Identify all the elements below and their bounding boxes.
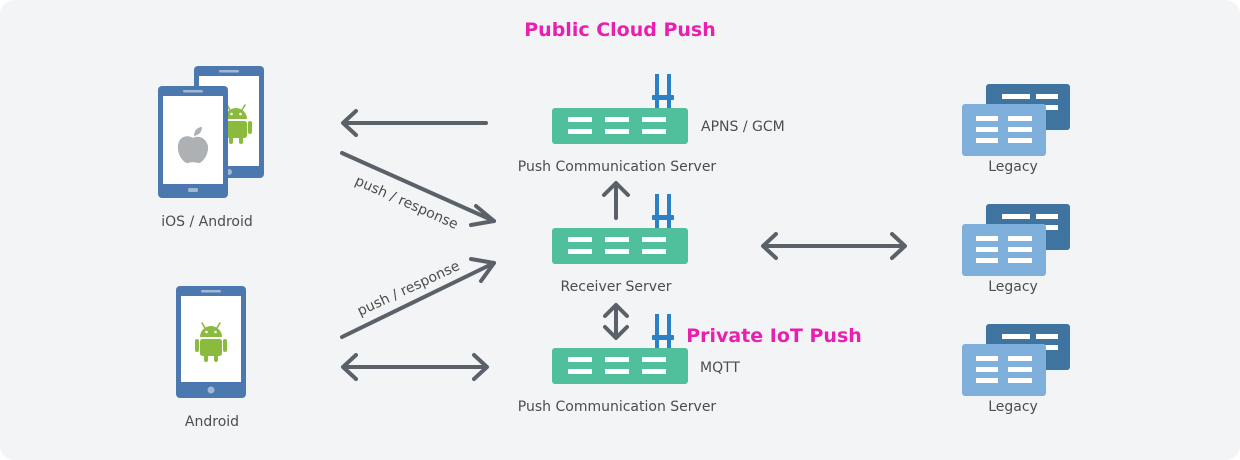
legacy-system-icon: [962, 324, 1070, 396]
legacy-label-1: Legacy: [988, 159, 1038, 175]
arrow-receiver-legacy-bidirectional: [761, 232, 907, 260]
push-communication-server-icon: [552, 74, 688, 144]
device-label-android: Android: [185, 414, 239, 430]
arrow-label-push-response-lower: push / response: [355, 258, 462, 319]
legacy-system-icon: [962, 204, 1070, 276]
legacy-system-icon: [962, 84, 1070, 156]
server-side-label-apns-gcm: APNS / GCM: [701, 119, 785, 135]
device-label-ios-android: iOS / Android: [161, 214, 253, 230]
receiver-server-icon: [552, 194, 688, 264]
mqtt-push-server-icon: [552, 314, 688, 384]
arrow-server-to-devices: [341, 109, 488, 137]
arrow-receiver-to-push-server: [602, 181, 630, 220]
server-label-receiver: Receiver Server: [561, 279, 672, 295]
arrow-android-to-receiver: [340, 257, 496, 339]
server-side-label-mqtt: MQTT: [700, 360, 740, 376]
server-label-push-communication-top: Push Communication Server: [518, 159, 717, 175]
legacy-label-2: Legacy: [988, 279, 1038, 295]
legacy-label-3: Legacy: [988, 399, 1038, 415]
arrow-devices-to-receiver: [340, 151, 496, 227]
arrow-android-mqtt-bidirectional: [341, 353, 489, 381]
diagram-title: Public Cloud Push: [524, 19, 716, 41]
server-label-push-communication-bottom: Push Communication Server: [518, 399, 717, 415]
private-iot-push-title: Private IoT Push: [686, 325, 862, 347]
android-phone-icon: [176, 286, 246, 398]
ios-phone-icon: [158, 86, 228, 198]
arrow-receiver-mqtt-bidirectional: [603, 303, 629, 340]
